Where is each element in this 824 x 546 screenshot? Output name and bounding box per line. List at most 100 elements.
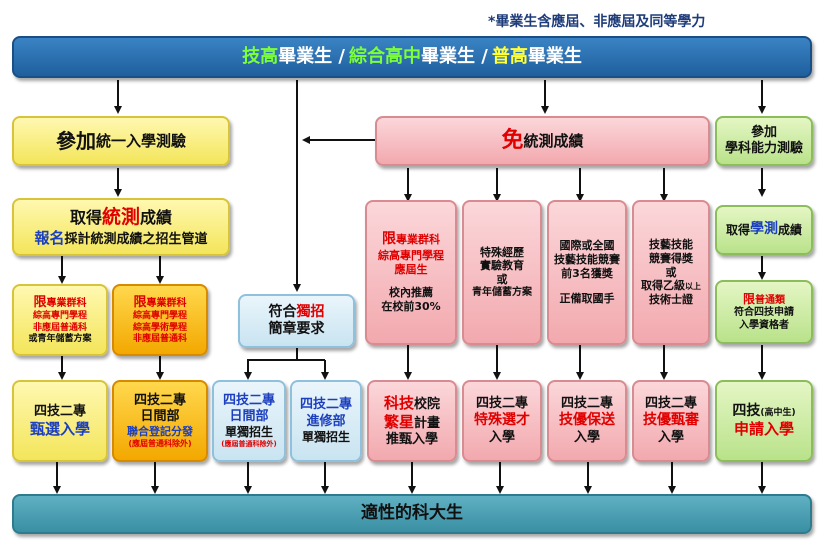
get-label: 取得: [69, 207, 102, 227]
sel-line1: 四技二專: [33, 403, 86, 419]
limit1-youth-label: 或青年儲蓄方案: [28, 333, 92, 344]
ext-line3: 單獨招生: [301, 429, 350, 444]
limit2-groups-label: 專業群科: [146, 298, 187, 309]
skills-competition-label: 技藝技能競賽: [554, 252, 620, 266]
dayind-line3: 單獨招生: [224, 425, 273, 440]
international-competition-box: 國際或全國 技藝技能競賽 前3名獲獎 正備取國手: [547, 200, 627, 345]
graduates-label-3: 畢業生: [527, 45, 582, 67]
limit-mark-1: 限: [33, 295, 47, 310]
top-30-label: 在校前30%: [381, 300, 441, 313]
technician-cert-label: 技術士證: [649, 293, 693, 307]
brochure-label: 簡章要求: [268, 321, 325, 337]
talent-line2: 特殊選才: [474, 412, 530, 429]
youth-savings-label: 青年儲蓄方案: [472, 286, 532, 298]
independent-recruit-box: 符合獨招 簡章要求: [238, 294, 355, 348]
national-team-label: 正備取國手: [559, 292, 615, 306]
subject-test-box: 參加 學科能力測驗: [715, 116, 813, 166]
institute-label: 校院: [414, 396, 441, 412]
general-high-label: 普高: [491, 45, 528, 67]
graduates-label-2: 畢業生 /: [421, 45, 488, 67]
day-line3: 聯合登記分發: [127, 425, 193, 439]
day-line1: 四技二專: [133, 392, 186, 408]
get-exam-scores-box: 取得統測成績 報名採計統測成績之招生管道: [12, 198, 230, 256]
dayind-line4: (應屆普通科除外): [221, 440, 277, 449]
school-recommendation-label: 校內推薦: [389, 286, 433, 300]
limit-box-2: 限專業群科 綜高專門學程 綜高學術學程 非應屆普通科: [112, 284, 208, 356]
subject-test-line2: 學科能力測驗: [724, 141, 803, 156]
day-independent-box: 四技二專 日間部 單獨招生 (應屆普通科除外): [212, 380, 286, 462]
meets-application-label: 符合四技申請: [734, 307, 794, 319]
day-line2: 日間部: [140, 409, 180, 425]
graduates-banner: 技高 畢業生 / 綜合高中 畢業生 / 普高 畢業生: [12, 36, 812, 78]
graduates-label-1: 畢業生 /: [278, 45, 345, 67]
ext-line1: 四技二專: [299, 397, 352, 413]
limit-mark-2: 限: [133, 295, 147, 310]
skill-review-box: 四技二專 技優甄審 入學: [632, 380, 710, 462]
limit2-nongrad-label: 非應屆普通科: [132, 333, 187, 344]
ext-line2: 進修部: [306, 413, 346, 429]
exempt-exam-label: 統測成績: [523, 131, 584, 150]
subject-test-line1: 參加: [750, 124, 777, 140]
eligibility-label: 入學資格者: [739, 319, 789, 331]
limit-box-1: 限專業群科 綜高專門學程 非應屆普通科 或青年儲蓄方案: [12, 284, 108, 356]
professional-groups-label: 專業群科: [396, 233, 440, 247]
independent-label: 獨招: [296, 303, 325, 320]
exempt-label: 免: [501, 128, 524, 154]
gsat-label: 學測: [750, 221, 778, 238]
gsat-scores-label: 成績: [778, 222, 803, 237]
rev-line3: 入學: [657, 429, 684, 445]
dayind-line2: 日間部: [229, 409, 269, 425]
app-four-year-label: 四技: [732, 402, 761, 419]
or-label-2: 或: [665, 265, 677, 279]
talent-line1: 四技二專: [475, 396, 528, 411]
joint-registration-box: 四技二專 日間部 聯合登記分發 (應屆普通科除外): [112, 380, 208, 462]
gsat-limit-mark: 限: [742, 291, 755, 306]
exempt-exam-box: 免 統測成績: [375, 116, 710, 166]
app-line2: 申請入學: [733, 420, 794, 439]
skills-award-box: 技藝技能 競賽得獎 或 取得乙級以上 技術士證: [632, 200, 710, 345]
comprehensive-high-label: 綜合高中: [349, 45, 421, 67]
guar-line1: 四技二專: [560, 396, 613, 411]
experimental-education-label: 實驗教育: [480, 259, 524, 273]
guar-line2: 技優保送: [559, 412, 615, 429]
skill-guarantee-box: 四技二專 技優保送 入學: [547, 380, 627, 462]
plan-label: 計畫: [414, 415, 441, 431]
day-line4: (應屆普通科除外): [128, 439, 192, 449]
guar-line3: 入學: [573, 429, 600, 445]
app-hs-label: (高中生): [760, 407, 796, 418]
get-gsat-scores-box: 取得學測成績: [715, 205, 813, 255]
program-limit-box: 限專業群科 綜高專門學程 應屆生 校內推薦 在校前30%: [365, 200, 457, 345]
selection-admission-box: 四技二專 甄選入學: [12, 380, 108, 462]
scores-label: 成績: [140, 207, 173, 227]
graduate-note: *畢業生含應屆、非應屆及同等學力: [488, 14, 706, 30]
suitable-students-banner: 適性的科大生: [12, 494, 812, 534]
special-experience-label: 特殊經歷: [480, 245, 524, 259]
join-unified-exam-box: 參加 統一入學測驗: [12, 116, 230, 166]
rev-line1: 四技二專: [644, 396, 697, 411]
channels-label: 採計統測成績之招生管道: [64, 232, 208, 248]
star-plan-box: 科技校院 繁星計畫 推甄入學: [367, 380, 457, 462]
limit1-program-label: 綜高專門學程: [32, 311, 87, 322]
general-track-label: 普通類: [755, 294, 785, 306]
rev-line2: 技優甄審: [643, 412, 699, 429]
tech-label: 科技: [383, 393, 414, 412]
comprehensive-program-label: 綜高專門學程: [378, 248, 444, 262]
above-label: 以上: [685, 282, 701, 292]
class-b-label: 取得乙級: [641, 279, 685, 293]
gsat-get-label: 取得: [725, 222, 750, 237]
unified-test-label: 統測: [101, 205, 140, 228]
intl-national-label: 國際或全國: [559, 239, 615, 252]
special-talent-box: 四技二專 特殊選才 入學: [462, 380, 542, 462]
general-limit-box: 限普通類 符合四技申請 入學資格者: [715, 280, 813, 344]
limit1-groups-label: 專業群科: [46, 298, 87, 309]
limit2-academic-label: 綜高學術學程: [132, 322, 187, 333]
sel-line2: 甄選入學: [29, 419, 90, 438]
vocational-high-label: 技高: [242, 45, 279, 67]
limit2-program-label: 綜高專門學程: [132, 311, 187, 322]
skills-label: 技藝技能: [649, 238, 693, 252]
dayind-line1: 四技二專: [222, 392, 275, 408]
join-label: 參加: [55, 128, 96, 153]
unified-exam-label: 統一入學測驗: [95, 131, 186, 150]
application-admission-box: 四技(高中生) 申請入學: [715, 380, 813, 462]
